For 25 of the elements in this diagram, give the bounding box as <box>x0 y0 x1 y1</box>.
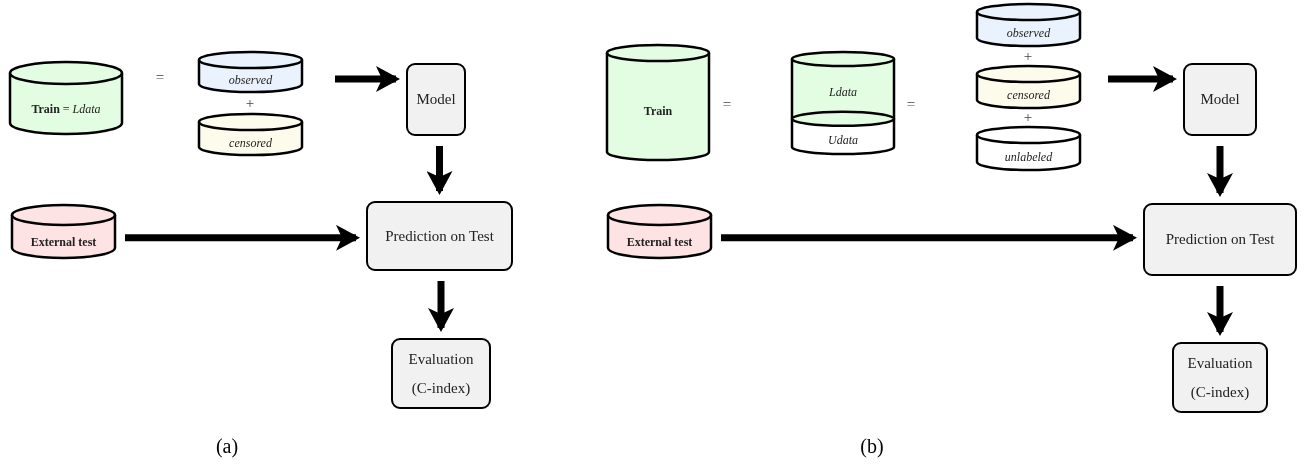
cylinder-label: Ldata <box>828 84 858 100</box>
process-box: Evaluation (C-index) <box>391 338 491 409</box>
cylinder-label: Train = Ldata <box>30 101 102 117</box>
operator-sign: = <box>722 95 732 113</box>
operator-sign: + <box>245 94 255 112</box>
process-box: Evaluation (C-index) <box>1172 342 1268 413</box>
cylinder-label: observed <box>1005 25 1052 41</box>
process-box: Prediction on Test <box>366 201 513 271</box>
cylinder-label: observed <box>227 72 274 88</box>
process-box: Model <box>1183 63 1257 136</box>
cylinder-label: External test <box>29 234 98 249</box>
operator-sign: = <box>906 95 916 113</box>
cylinder-label: Train <box>642 103 674 118</box>
cylinder-label: External test <box>625 234 694 249</box>
cylinder-label: Udata <box>827 132 859 148</box>
process-box: Model <box>406 63 466 136</box>
operator-sign: + <box>1023 108 1033 126</box>
panel-label: (b) <box>860 434 884 458</box>
operator-sign: + <box>1023 47 1033 65</box>
cylinder-label: censored <box>1006 87 1051 103</box>
panel-label: (a) <box>215 434 239 458</box>
operator-sign: = <box>155 68 165 86</box>
cylinder-label: censored <box>228 135 273 150</box>
process-box: Prediction on Test <box>1143 203 1297 276</box>
cylinder-label: unlabeled <box>1003 149 1054 164</box>
